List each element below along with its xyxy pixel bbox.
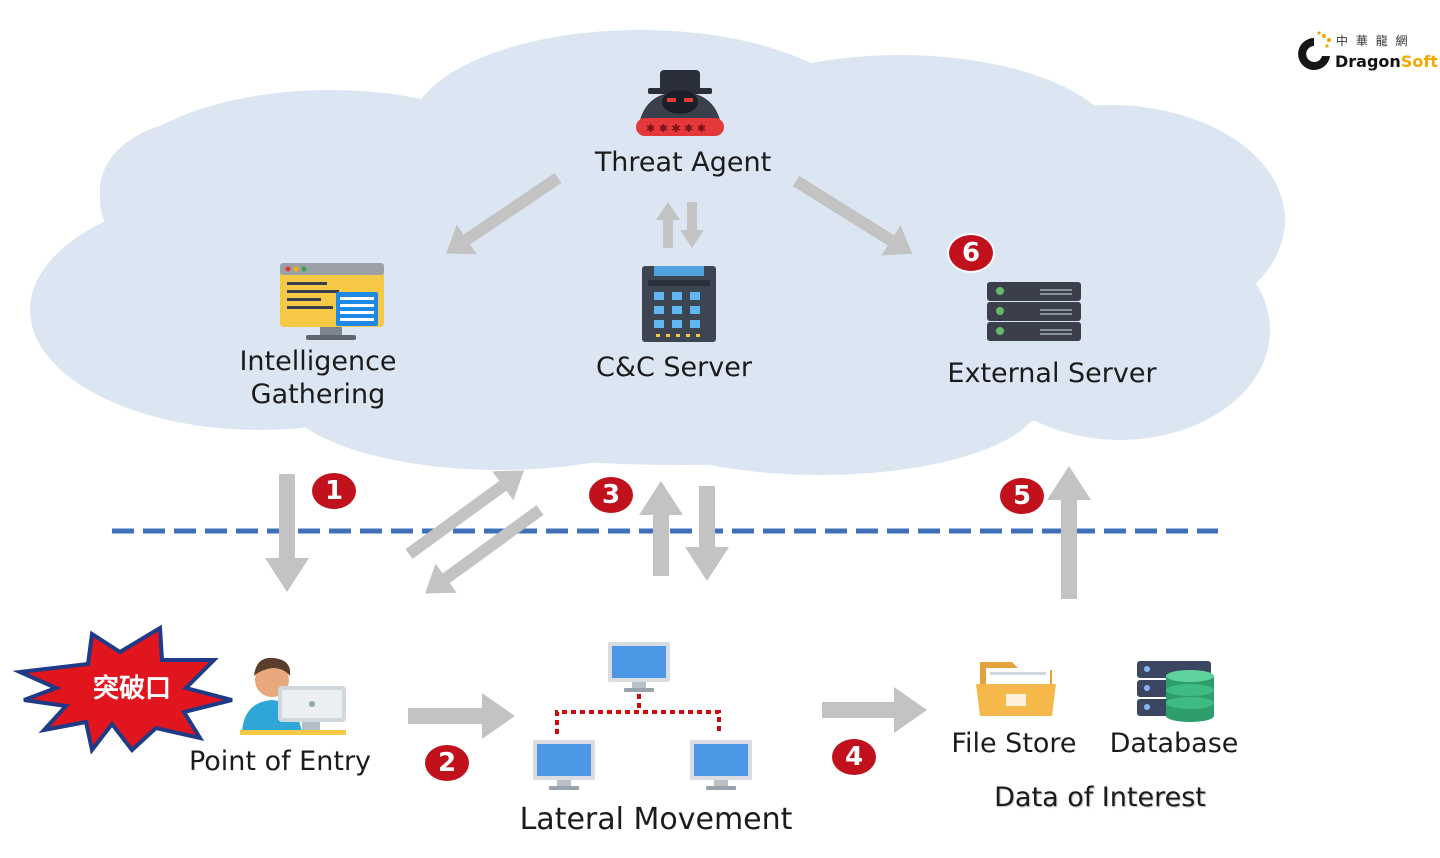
step-badge-4: 4 bbox=[832, 739, 876, 775]
dragonsoft-logo: 中 華 龍 網 DragonSoft bbox=[1292, 30, 1438, 78]
folder-icon bbox=[976, 662, 1056, 716]
arrow-step1-down bbox=[265, 474, 309, 592]
monitor-icon bbox=[608, 642, 670, 692]
lateral-network-links bbox=[555, 694, 721, 734]
flow-arrows bbox=[265, 173, 1091, 739]
file-store-label: File Store bbox=[951, 728, 1077, 759]
data-of-interest-label: Data of Interest bbox=[994, 782, 1206, 813]
arrow-cloud-to-entry bbox=[425, 505, 544, 594]
server-stack-icon bbox=[987, 282, 1081, 341]
intelligence-label-line2: Gathering bbox=[250, 379, 386, 410]
arrow-step5-up bbox=[1047, 466, 1091, 599]
logo-brand-text: DragonSoft bbox=[1335, 52, 1438, 71]
arrow-agent-cnc-up bbox=[656, 202, 680, 248]
arrow-agent-to-external bbox=[792, 175, 913, 256]
code-monitor-icon bbox=[280, 263, 384, 340]
logo-brand-main: Dragon bbox=[1335, 52, 1401, 71]
step-badge-3: 3 bbox=[589, 477, 633, 513]
step-badge-5: 5 bbox=[1000, 478, 1044, 514]
step-badge-6: 6 bbox=[949, 235, 993, 271]
arrow-step4-right bbox=[822, 687, 927, 733]
external-server-label: External Server bbox=[947, 358, 1157, 389]
breach-burst-icon bbox=[12, 624, 233, 755]
lateral-movement-label: Lateral Movement bbox=[519, 802, 793, 837]
monitor-icon bbox=[533, 740, 595, 790]
arrow-lateral-down bbox=[685, 486, 729, 581]
arrow-entry-to-cloud bbox=[405, 470, 524, 559]
arrow-agent-to-intel bbox=[446, 173, 562, 255]
svg-text:✱ ✱ ✱ ✱ ✱: ✱ ✱ ✱ ✱ ✱ bbox=[646, 122, 706, 135]
arrow-agent-cnc-down bbox=[680, 202, 704, 248]
step-badge-2: 2 bbox=[425, 745, 469, 781]
logo-chinese-text: 中 華 龍 網 bbox=[1336, 34, 1410, 48]
logo-brand-accent: Soft bbox=[1400, 52, 1438, 71]
cnc-server-label: C&C Server bbox=[596, 352, 752, 383]
server-rack-icon bbox=[642, 266, 716, 342]
threat-agent-label: Threat Agent bbox=[594, 147, 772, 178]
dragonsoft-logo-mark-icon bbox=[1298, 31, 1331, 70]
step-badge-1: 1 bbox=[312, 473, 356, 509]
intelligence-label-line1: Intelligence bbox=[239, 346, 397, 377]
breach-point-label: 突破口 bbox=[92, 674, 171, 704]
point-of-entry-label: Point of Entry bbox=[188, 746, 372, 777]
arrow-step2-right bbox=[408, 693, 515, 739]
arrow-lateral-up bbox=[639, 481, 683, 576]
database-label: Database bbox=[1109, 728, 1239, 759]
user-computer-icon bbox=[240, 657, 346, 735]
database-icon bbox=[1137, 661, 1214, 722]
hacker-icon: ✱ ✱ ✱ ✱ ✱ bbox=[636, 70, 724, 136]
monitor-icon bbox=[690, 740, 752, 790]
